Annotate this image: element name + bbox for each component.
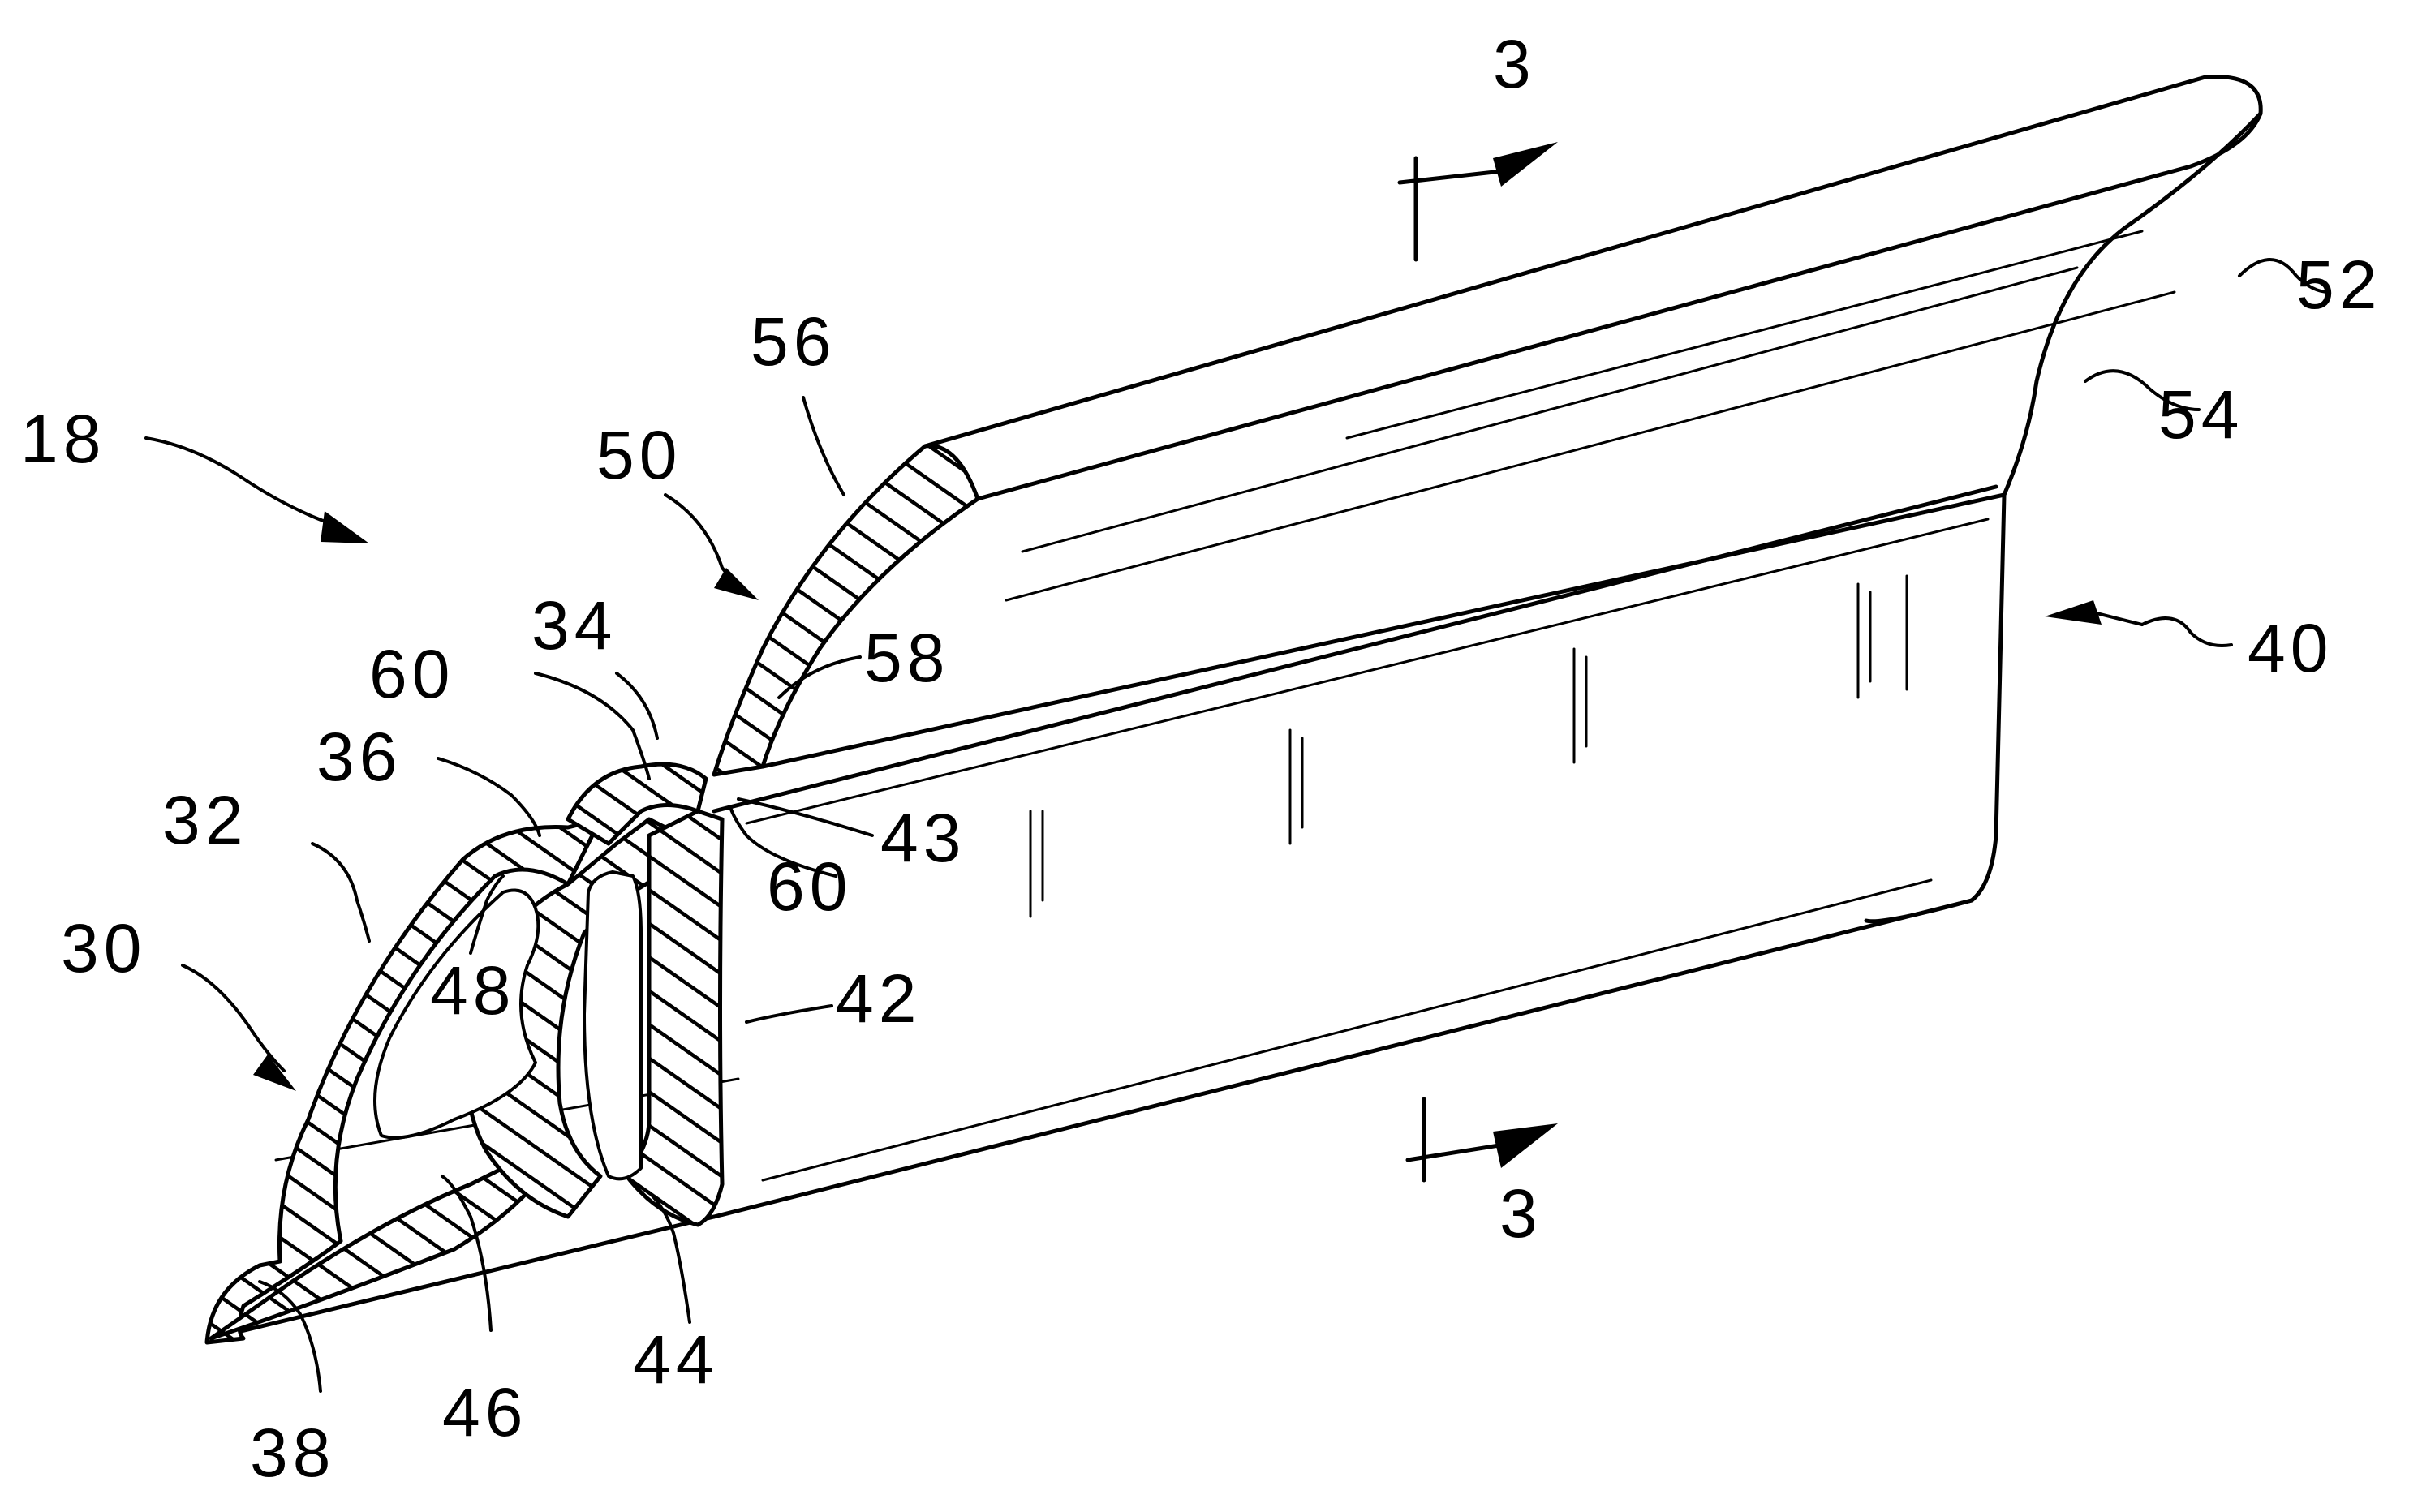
- ref-38: 38: [250, 1415, 335, 1491]
- ref-50: 50: [596, 417, 682, 493]
- ref-32: 32: [162, 782, 247, 858]
- ref-60-right: 60: [767, 848, 852, 925]
- molding-lower-edge: [714, 900, 1972, 1217]
- ref-58: 58: [864, 620, 949, 696]
- cross-section: [207, 446, 978, 1342]
- flange-section: [714, 446, 978, 775]
- ref-36: 36: [316, 719, 402, 795]
- flange-highlight-3: [1022, 268, 2077, 552]
- ref-18: 18: [20, 401, 105, 477]
- ref-34: 34: [531, 587, 617, 664]
- ref-30: 30: [61, 910, 146, 986]
- molding-lower-highlight: [763, 880, 1931, 1180]
- section-mark-top: 3: [1400, 26, 1558, 260]
- ref-40: 40: [2248, 610, 2333, 686]
- flange-highlight-2: [1006, 292, 2175, 600]
- ref-56: 56: [751, 303, 836, 380]
- section-label-bottom: 3: [1499, 1175, 1542, 1252]
- ref-46: 46: [442, 1374, 527, 1450]
- section-label-top: 3: [1493, 26, 1536, 102]
- flange-highlight-1: [1347, 231, 2142, 438]
- ref-42: 42: [836, 960, 921, 1037]
- section-mark-bottom: 3: [1408, 1099, 1558, 1252]
- ref-43: 43: [880, 800, 966, 876]
- face-shading: [1030, 576, 1907, 917]
- ref-52: 52: [2296, 247, 2381, 323]
- ref-54: 54: [2158, 376, 2244, 453]
- molding-right-end: [1972, 495, 2004, 900]
- ref-44: 44: [633, 1321, 718, 1398]
- ref-60-left: 60: [369, 636, 454, 712]
- ref-48: 48: [430, 952, 515, 1029]
- flange-top-edge: [925, 77, 2261, 499]
- center-slot: [584, 872, 641, 1179]
